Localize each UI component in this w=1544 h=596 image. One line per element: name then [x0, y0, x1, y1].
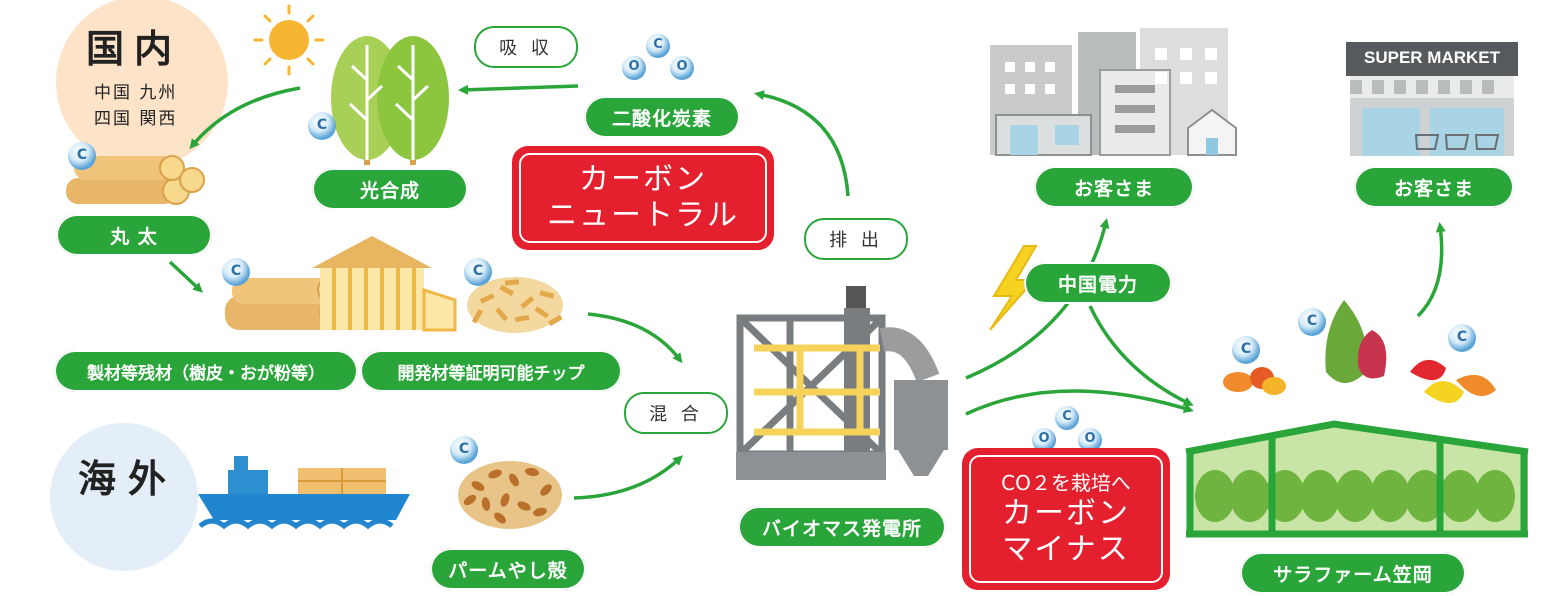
- photosynthesis-label: 光合成: [312, 168, 468, 210]
- carbon-minus-box: CO２を栽培へ カーボン マイナス: [962, 448, 1170, 590]
- domestic-line1: 中国 九州: [94, 83, 178, 103]
- biomass-plant-icon: [736, 286, 948, 480]
- oxygen-atom-label: O: [1084, 431, 1096, 446]
- oxygen-atom-label: O: [628, 59, 640, 74]
- oxygen-atom-label: O: [1038, 431, 1050, 446]
- mix-label: 混 合: [624, 392, 728, 434]
- certified-chips-label: 開発材等証明可能チップ: [360, 350, 622, 392]
- overseas-region-circle: [50, 423, 198, 571]
- carbon-atom-icon: [464, 258, 492, 286]
- carbon-atom-label: C: [230, 263, 242, 279]
- carbon-atom-label: C: [1062, 409, 1072, 424]
- oxygen-atom-label: O: [676, 59, 688, 74]
- carbon-atom-icon: [308, 112, 336, 140]
- sun-icon: [253, 4, 325, 76]
- carbon-atom-icon: [1298, 308, 1326, 336]
- carbon-neutral-line1: カーボン: [579, 162, 707, 197]
- carbon-atom-label: C: [1306, 313, 1318, 329]
- carbon-atom-label: C: [653, 37, 663, 52]
- logs-label: 丸 太: [56, 214, 212, 256]
- customers-market-label: お客さま: [1354, 166, 1514, 208]
- vegetables-icon: [1223, 300, 1496, 403]
- carbon-atom-icon: [68, 142, 96, 170]
- co2-label: 二酸化炭素: [584, 96, 740, 138]
- lightning-icon: [989, 245, 1038, 331]
- carbon-atom-label: C: [472, 263, 484, 279]
- carbon-atom-label: C: [316, 117, 328, 133]
- overseas-title: 海外: [78, 457, 179, 501]
- carbon-atom-icon: [1448, 324, 1476, 352]
- customers-city-label: お客さま: [1034, 166, 1194, 208]
- carbon-atom-icon: [450, 436, 478, 464]
- absorb-label: 吸 収: [474, 26, 578, 68]
- trees-icon: [331, 36, 449, 165]
- carbon-atom-icon: [1232, 336, 1260, 364]
- carbon-minus-subtitle: CO２を栽培へ: [1001, 471, 1131, 495]
- domestic-region-circle: [56, 0, 228, 168]
- palm-shells-icon: [458, 461, 562, 529]
- sawmill-residue-label: 製材等残材（樹皮・おが粉等）: [54, 350, 358, 392]
- domestic-title: 国内: [86, 27, 183, 71]
- logs-icon: [66, 155, 205, 205]
- carbon-atom-icons: [68, 112, 1476, 464]
- carbon-atom-label: C: [76, 147, 88, 163]
- palm-shells-label: パームやし殻: [430, 548, 586, 590]
- chugoku-electric-label: 中国電力: [1024, 262, 1172, 304]
- flow-arrows: [168, 84, 1446, 500]
- wood-chips-icon: [467, 277, 563, 333]
- carbon-neutral-line2: ニュートラル: [547, 198, 739, 233]
- carbon-neutral-box: カーボン ニュートラル: [512, 146, 774, 250]
- carbon-atom-icon: [222, 258, 250, 286]
- carbon-minus-line1: カーボン: [1002, 496, 1130, 531]
- emit-label: 排 出: [804, 218, 908, 260]
- cargo-ship-icon: [198, 456, 410, 530]
- carbon-atom-label: C: [1456, 329, 1468, 345]
- greenhouse-icon: [1185, 420, 1529, 538]
- co2-molecule-icons: [622, 34, 1102, 452]
- biomass-plant-label: バイオマス発電所: [738, 506, 946, 548]
- domestic-line2: 四国 関西: [94, 109, 178, 129]
- supermarket-sign: SUPER MARKET: [1363, 48, 1500, 67]
- city-buildings-icon: [990, 28, 1237, 156]
- carbon-minus-line2: マイナス: [1002, 532, 1130, 567]
- carbon-atom-label: C: [458, 441, 470, 457]
- sawmill-icon: [225, 236, 457, 332]
- farm-label: サラファーム笠岡: [1240, 552, 1466, 594]
- carbon-atom-label: C: [1240, 341, 1252, 357]
- supermarket-icon: [1346, 42, 1518, 156]
